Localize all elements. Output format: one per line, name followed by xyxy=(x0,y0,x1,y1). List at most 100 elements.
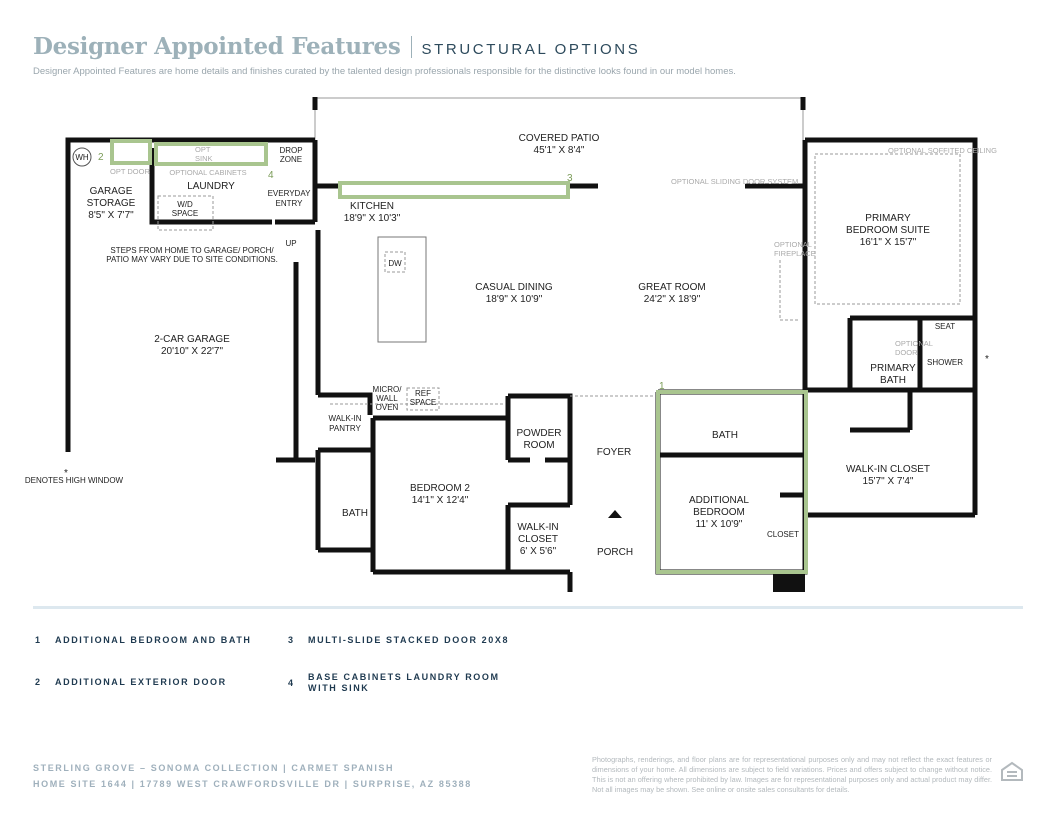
svg-text:OVEN: OVEN xyxy=(376,403,399,412)
svg-text:PRIMARY: PRIMARY xyxy=(870,363,916,374)
community-line: STERLING GROVE – SONOMA COLLECTION | CAR… xyxy=(33,763,395,773)
svg-text:WALK-IN: WALK-IN xyxy=(517,522,558,533)
svg-text:BATH: BATH xyxy=(712,430,738,441)
legend-item: 3 MULTI-SLIDE STACKED DOOR 20X8 xyxy=(288,635,568,646)
page-title: Designer Appointed Features xyxy=(33,33,401,60)
svg-text:BEDROOM SUITE: BEDROOM SUITE xyxy=(846,225,930,236)
svg-text:W/D: W/D xyxy=(177,200,193,209)
svg-text:OPTIONAL SOFFITED CEILING: OPTIONAL SOFFITED CEILING xyxy=(888,146,997,155)
svg-text:BATH: BATH xyxy=(342,508,368,519)
legend-item: 4 BASE CABINETS LAUNDRY ROOM WITH SINK xyxy=(288,672,508,694)
svg-text:OPTIONAL CABINETS: OPTIONAL CABINETS xyxy=(169,168,246,177)
svg-text:OPTIONAL: OPTIONAL xyxy=(895,339,933,348)
svg-text:2: 2 xyxy=(98,152,104,163)
svg-text:ENTRY: ENTRY xyxy=(276,199,304,208)
legend-text: ADDITIONAL EXTERIOR DOOR xyxy=(55,677,227,687)
svg-text:GARAGE: GARAGE xyxy=(90,186,133,197)
equal-housing-icon xyxy=(1001,761,1023,781)
svg-text:FOYER: FOYER xyxy=(597,447,631,458)
legend-number: 3 xyxy=(288,635,295,645)
svg-text:6' X 5'6": 6' X 5'6" xyxy=(520,546,557,557)
water-heater-icon xyxy=(72,147,92,167)
svg-text:*: * xyxy=(64,468,68,479)
address-line: HOME SITE 1644 | 17789 WEST CRAWFORDSVIL… xyxy=(33,779,472,789)
svg-text:WALK-IN CLOSET: WALK-IN CLOSET xyxy=(846,464,930,475)
svg-text:CLOSET: CLOSET xyxy=(518,534,558,545)
svg-text:STORAGE: STORAGE xyxy=(87,198,136,209)
svg-text:15'7" X 7'4": 15'7" X 7'4" xyxy=(863,476,914,487)
svg-text:FIREPLACE: FIREPLACE xyxy=(774,249,816,258)
svg-text:ZONE: ZONE xyxy=(280,155,302,164)
community-info: STERLING GROVE – SONOMA COLLECTION | CAR… xyxy=(33,760,472,792)
svg-text:16'1" X 15'7": 16'1" X 15'7" xyxy=(860,237,917,248)
column xyxy=(773,572,805,592)
svg-text:GREAT ROOM: GREAT ROOM xyxy=(638,282,705,293)
svg-text:POWDER: POWDER xyxy=(517,428,562,439)
svg-text:*: * xyxy=(985,354,989,365)
legend-text: ADDITIONAL BEDROOM AND BATH xyxy=(55,635,252,645)
svg-text:45'1" X 8'4": 45'1" X 8'4" xyxy=(534,145,585,156)
svg-text:EVERYDAY: EVERYDAY xyxy=(268,189,311,198)
svg-text:3: 3 xyxy=(567,173,573,184)
svg-text:COVERED PATIO: COVERED PATIO xyxy=(519,133,600,144)
svg-text:CASUAL DINING: CASUAL DINING xyxy=(475,282,553,293)
svg-text:UP: UP xyxy=(285,239,296,248)
svg-text:SINK: SINK xyxy=(195,154,213,163)
svg-text:18'9" X 10'9": 18'9" X 10'9" xyxy=(486,294,543,305)
section-divider xyxy=(33,606,1023,609)
svg-text:8'5" X 7'7": 8'5" X 7'7" xyxy=(88,210,134,221)
svg-text:CLOSET: CLOSET xyxy=(767,530,799,539)
svg-text:18'9" X 10'3": 18'9" X 10'3" xyxy=(344,213,401,224)
svg-text:ROOM: ROOM xyxy=(523,440,554,451)
svg-text:WALK-IN: WALK-IN xyxy=(328,414,361,423)
svg-text:4: 4 xyxy=(268,170,274,181)
svg-text:SHOWER: SHOWER xyxy=(927,358,963,367)
svg-text:OPT: OPT xyxy=(195,145,211,154)
svg-text:OPT DOOR: OPT DOOR xyxy=(110,167,150,176)
svg-text:KITCHEN: KITCHEN xyxy=(350,201,394,212)
svg-text:DW: DW xyxy=(388,259,402,268)
svg-text:MICRO/: MICRO/ xyxy=(373,385,403,394)
legend-item: 1 ADDITIONAL BEDROOM AND BATH xyxy=(35,635,285,646)
svg-text:PORCH: PORCH xyxy=(597,547,633,558)
floor-plan: COVERED PATIO 45'1" X 8'4" WH OPT DOOR O… xyxy=(25,97,997,592)
svg-text:OPTIONAL SLIDING DOOR SYSTEM: OPTIONAL SLIDING DOOR SYSTEM xyxy=(671,177,798,186)
svg-text:SPACE: SPACE xyxy=(410,398,437,407)
legend-item: 2 ADDITIONAL EXTERIOR DOOR xyxy=(35,677,285,688)
title-divider xyxy=(410,35,412,58)
optional-outlines xyxy=(157,153,961,411)
svg-text:OPTIONAL: OPTIONAL xyxy=(774,240,812,249)
room-labels: COVERED PATIO 45'1" X 8'4" WH OPT DOOR O… xyxy=(25,133,997,558)
legend-number: 1 xyxy=(35,635,42,645)
svg-text:WALL: WALL xyxy=(376,394,398,403)
svg-text:DENOTES HIGH WINDOW: DENOTES HIGH WINDOW xyxy=(25,476,124,485)
disclaimer: Photographs, renderings, and floor plans… xyxy=(592,755,992,794)
svg-text:STEPS FROM HOME TO GARAGE/ POR: STEPS FROM HOME TO GARAGE/ PORCH/ xyxy=(110,246,274,255)
walls xyxy=(65,97,978,592)
svg-text:BEDROOM 2: BEDROOM 2 xyxy=(410,483,470,494)
svg-text:20'10" X 22'7": 20'10" X 22'7" xyxy=(161,346,224,357)
svg-text:REF: REF xyxy=(415,389,431,398)
svg-text:2-CAR GARAGE: 2-CAR GARAGE xyxy=(154,334,230,345)
kitchen-island xyxy=(377,236,427,343)
svg-text:24'2" X 18'9": 24'2" X 18'9" xyxy=(644,294,701,305)
legend-text: BASE CABINETS LAUNDRY ROOM WITH SINK xyxy=(308,672,500,693)
svg-text:14'1" X 12'4": 14'1" X 12'4" xyxy=(412,495,469,506)
svg-text:PANTRY: PANTRY xyxy=(329,424,361,433)
svg-text:DROP: DROP xyxy=(279,146,302,155)
section-title: STRUCTURAL OPTIONS xyxy=(421,41,641,58)
page-subtitle: Designer Appointed Features are home det… xyxy=(33,66,736,77)
svg-text:DOOR: DOOR xyxy=(895,348,918,357)
legend-number: 2 xyxy=(35,677,42,687)
svg-text:PRIMARY: PRIMARY xyxy=(865,213,911,224)
svg-text:SEAT: SEAT xyxy=(935,322,955,331)
svg-text:BEDROOM: BEDROOM xyxy=(693,507,745,518)
svg-text:BATH: BATH xyxy=(880,375,906,386)
option-highlights xyxy=(110,139,808,574)
svg-text:11' X 10'9": 11' X 10'9" xyxy=(696,519,743,530)
legend-text: MULTI-SLIDE STACKED DOOR 20X8 xyxy=(308,635,510,645)
svg-text:SPACE: SPACE xyxy=(172,209,199,218)
entry-arrow-icon xyxy=(608,510,622,518)
svg-text:PATIO MAY VARY DUE TO SITE CON: PATIO MAY VARY DUE TO SITE CONDITIONS. xyxy=(106,255,278,264)
svg-text:LAUNDRY: LAUNDRY xyxy=(187,181,235,192)
